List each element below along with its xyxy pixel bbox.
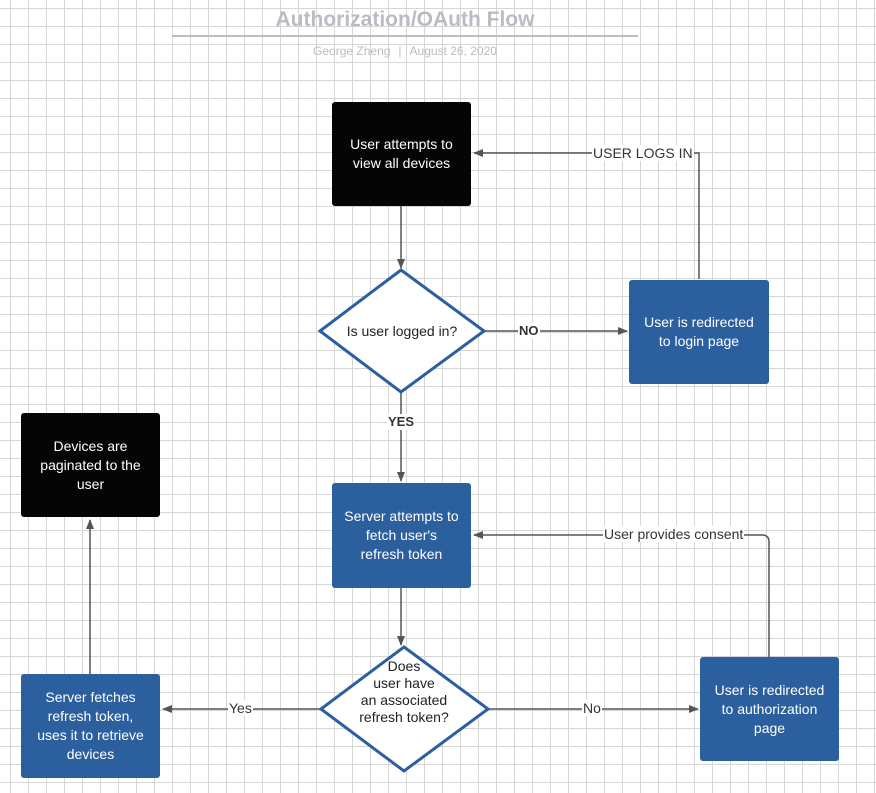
node-devices-paginated: Devices are paginated to the user <box>21 413 160 517</box>
diagram-date: August 26, 2020 <box>409 44 497 58</box>
diagram-subtitle: George Zheng | August 26, 2020 <box>172 44 638 58</box>
edge-user-logs-in <box>473 149 700 279</box>
node-logged-in-check-label: Is user logged in? <box>346 323 458 339</box>
title-divider <box>172 35 638 37</box>
edge-label-no-upper: NO <box>518 323 540 339</box>
edge-label-no-lower: No <box>582 700 602 716</box>
node-login-redirect: User is redirected to login page <box>629 280 769 384</box>
node-auth-redirect-label: User is redirected to authorization page <box>714 681 825 736</box>
author-name: George Zheng <box>313 44 391 58</box>
node-refresh-token-check-label: Does user have an associated refresh tok… <box>359 658 449 725</box>
node-fetch-refresh-token: Server attempts to fetch user's refresh … <box>332 483 471 588</box>
node-server-fetches-devices: Server fetches refresh token, uses it to… <box>21 674 160 778</box>
subtitle-separator: | <box>398 44 402 58</box>
edge-label-yes-lower: Yes <box>228 700 253 716</box>
diagram-title: Authorization/OAuth Flow <box>275 8 535 31</box>
node-auth-redirect: User is redirected to authorization page <box>700 657 839 761</box>
node-view-devices-label: User attempts to view all devices <box>350 136 453 171</box>
decision-refresh-token-shape <box>318 645 491 773</box>
node-logged-in-check: Is user logged in? <box>330 305 474 357</box>
node-fetch-refresh-token-label: Server attempts to fetch user's refresh … <box>344 508 459 562</box>
node-refresh-token-check: Does user have an associated refresh tok… <box>336 654 472 730</box>
node-devices-paginated-label: Devices are paginated to the user <box>40 437 141 492</box>
edge-label-user-logs-in: USER LOGS IN <box>592 145 694 161</box>
node-server-fetches-devices-label: Server fetches refresh token, uses it to… <box>37 689 144 762</box>
edge-label-yes-upper: YES <box>387 414 416 430</box>
node-login-redirect-label: User is redirected to login page <box>644 314 754 349</box>
decision-logged-in-shape <box>317 268 487 394</box>
edge-user-consent <box>473 531 770 657</box>
node-view-devices: User attempts to view all devices <box>332 102 471 206</box>
edge-label-consent: User provides consent <box>603 526 745 542</box>
